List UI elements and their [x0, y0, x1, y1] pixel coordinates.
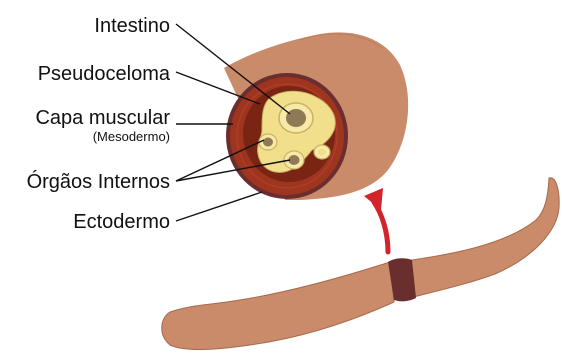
label-organos-internos: Órgãos Internos [27, 170, 170, 193]
leader-ectodermo [176, 192, 262, 221]
label-intestino: Intestino [94, 15, 170, 37]
label-mesodermo: (Mesodermo) [93, 129, 170, 144]
label-capa-muscular: Capa muscular [35, 107, 170, 129]
worm-tail-segment [398, 178, 559, 300]
label-ectodermo: Ectodermo [73, 211, 170, 233]
worm-head-segment [162, 262, 394, 350]
intestine-lumen [286, 109, 306, 127]
label-pseudoceloma: Pseudoceloma [38, 63, 171, 85]
worm-cross-section [224, 32, 408, 200]
whole-worm [162, 178, 559, 350]
zoom-arrow [364, 188, 388, 252]
labels: Intestino Pseudoceloma Capa muscular (Me… [27, 15, 171, 233]
